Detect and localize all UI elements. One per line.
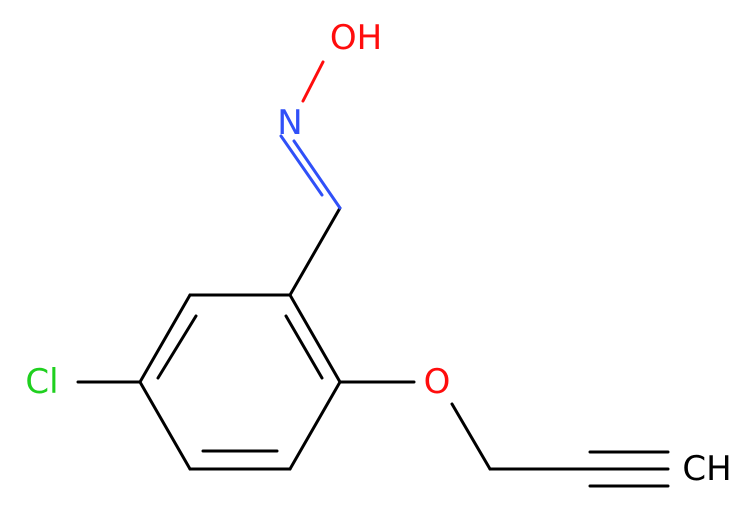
ether-oxygen-label: O (424, 362, 451, 402)
bond-n-o (301, 60, 325, 103)
chlorine-label: Cl (25, 362, 58, 402)
bond-ring-top-right (288, 293, 342, 384)
bond-ring-bottom-left (138, 380, 192, 471)
bond-ring-top-left (138, 293, 192, 384)
bond-c-n-1 (292, 139, 342, 210)
bond-o-ch2 (450, 402, 492, 471)
terminal-ch-label: CH (682, 449, 731, 489)
hydroxyl-label: OH (330, 18, 382, 58)
bond-c-n-2 (279, 134, 324, 197)
atom-labels: OH N Cl O CH (25, 18, 731, 489)
bonds (76, 60, 670, 488)
bond-ring-ch (288, 206, 342, 297)
bond-ring-top-left-inner (156, 314, 198, 380)
nitrogen-label: N (277, 103, 302, 143)
bond-ring-bottom-right (288, 380, 342, 471)
bond-ring-top-right-inner (284, 314, 324, 380)
